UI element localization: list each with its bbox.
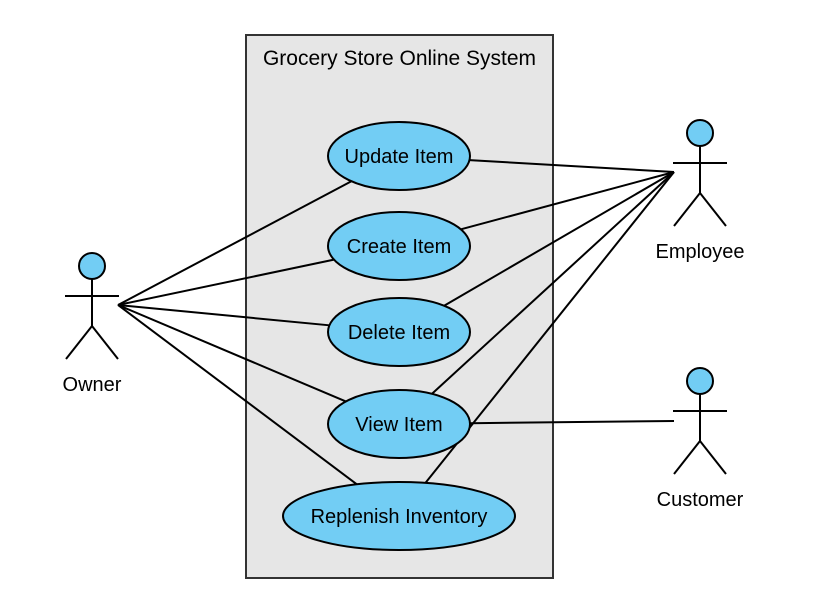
association-owner-replenish [117,304,358,486]
association-customer-view [469,420,675,425]
actor-owner: Owner [63,252,122,396]
use-case-label: Update Item [345,146,454,168]
association-employee-create [460,171,675,231]
association-employee-view [431,171,675,395]
use-case-ellipse [327,121,471,191]
association-owner-delete [117,304,330,327]
association-owner-view [117,304,347,403]
use-case-ellipse [282,481,516,551]
use-case-ellipse [327,297,471,367]
actor-leg-left [673,192,701,227]
actor-head-icon [686,367,714,395]
actor-label: Owner [63,374,122,396]
actor-label: Employee [656,241,745,263]
actor-customer: Customer [657,367,744,511]
use-case-update: Update Item [327,121,471,191]
use-case-label: Delete Item [348,322,450,344]
use-case-label: View Item [355,414,442,436]
association-owner-update [117,180,352,306]
use-case-create: Create Item [327,211,471,281]
actor-leg-left [673,440,701,475]
associations [117,159,675,486]
actor-label: Customer [657,489,744,511]
use-case-ellipse [327,389,471,459]
actor-employee: Employee [656,119,745,263]
association-employee-update [469,159,675,173]
system-title: Grocery Store Online System [263,47,536,70]
association-employee-delete [443,171,675,307]
actor-leg-right [699,192,727,227]
association-owner-create [117,258,335,306]
use-case-view: View Item [327,389,471,459]
use-case-delete: Delete Item [327,297,471,367]
use-case-ellipse [327,211,471,281]
actor-leg-right [91,325,119,360]
actor-head-icon [686,119,714,147]
use-case-replenish: Replenish Inventory [282,481,516,551]
actor-leg-right [699,440,727,475]
use-case-label: Create Item [347,236,451,258]
use-case-label: Replenish Inventory [311,506,488,528]
actor-head-icon [78,252,106,280]
actor-leg-left [65,325,93,360]
